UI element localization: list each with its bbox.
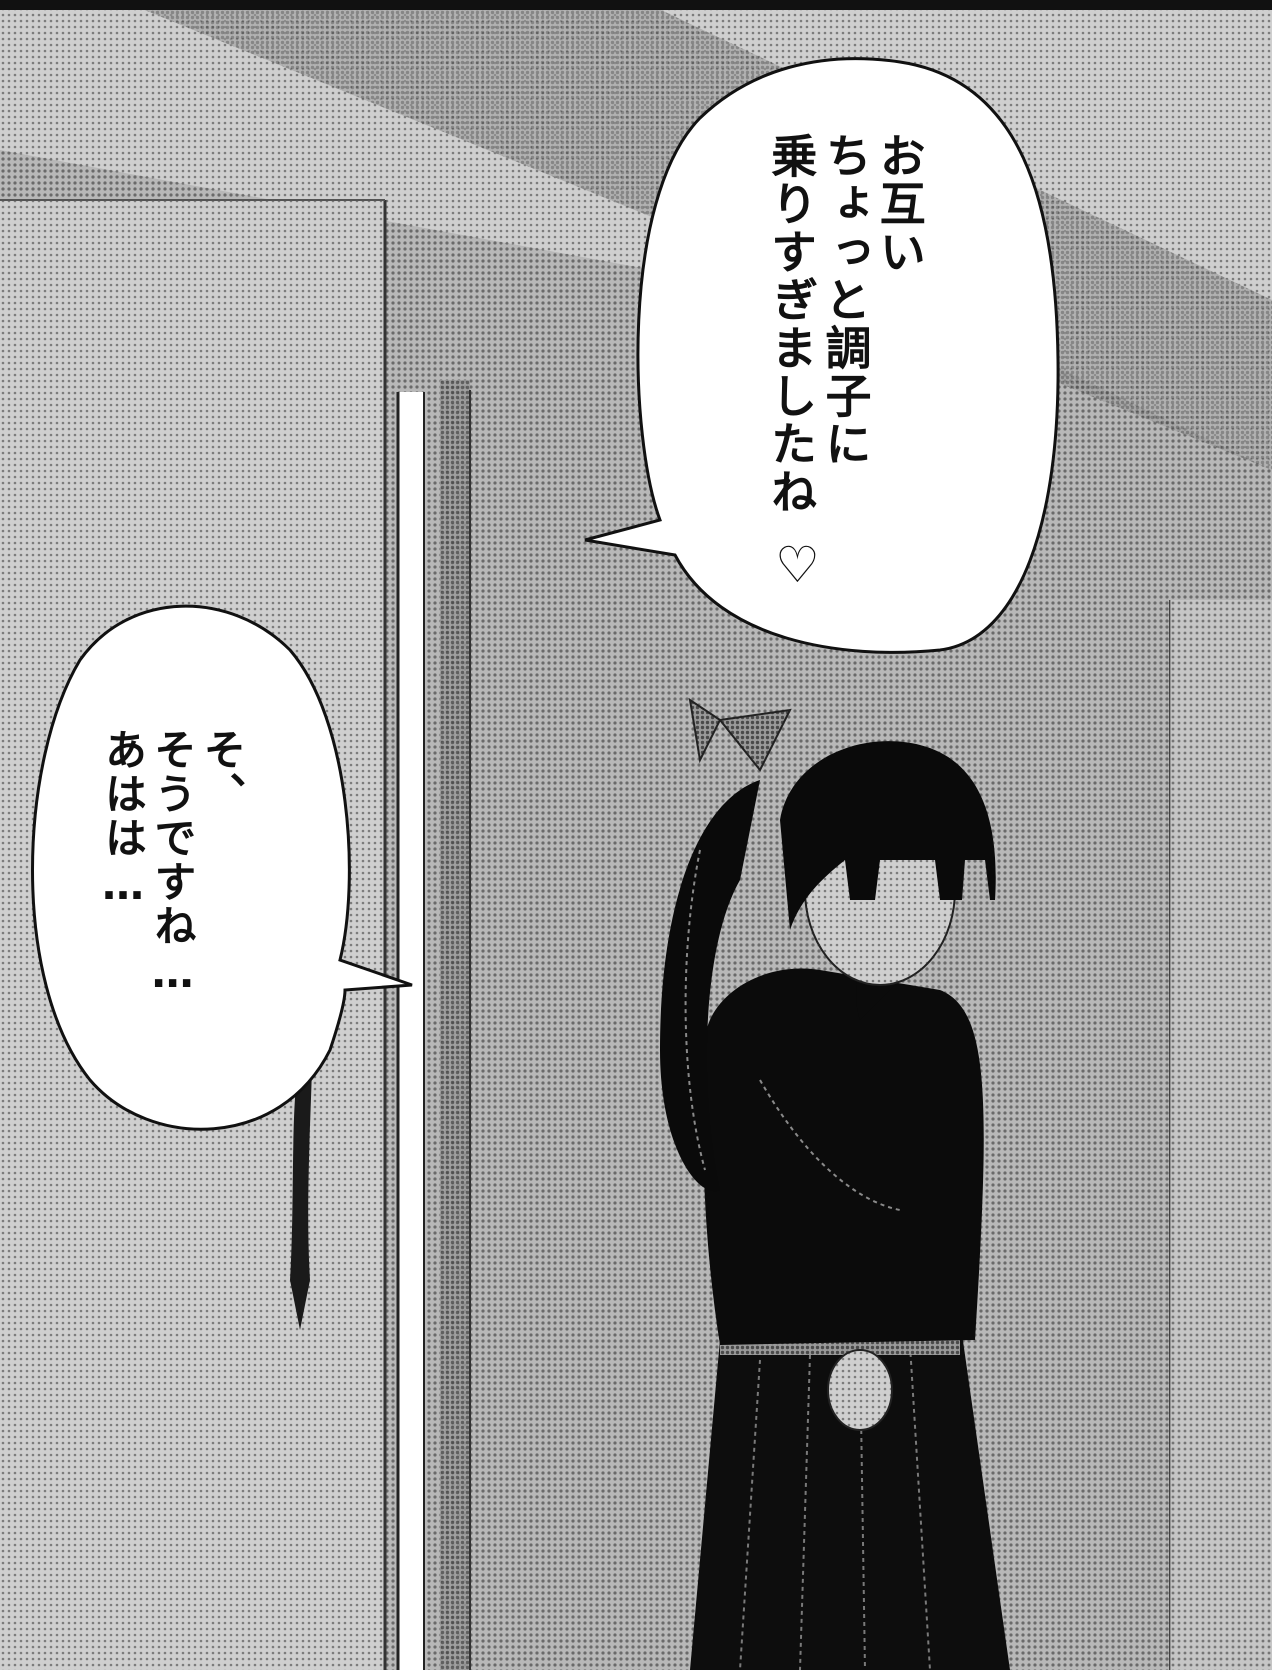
door-frame-right bbox=[440, 380, 470, 1670]
speech-bubble-top-right-shape bbox=[584, 57, 1060, 654]
character-torso bbox=[703, 968, 984, 1345]
character-skirt bbox=[690, 1320, 1010, 1670]
character-ponytail bbox=[660, 780, 760, 1192]
heart-icon: ♡ bbox=[775, 536, 820, 594]
character-ribbon bbox=[688, 697, 792, 772]
speech-bubble-left-text: そ、 そうですね… あはは… bbox=[98, 728, 247, 999]
bubble-left-line-2: そうですね… bbox=[148, 728, 198, 999]
character bbox=[660, 697, 1010, 1670]
bubble-top-right-line-3: 乗りすぎましたね bbox=[764, 132, 819, 516]
panel-top-border bbox=[0, 0, 1272, 10]
door-light-strip bbox=[398, 392, 424, 1670]
character-hand bbox=[827, 1349, 893, 1431]
bubble-left-line-3: あはは… bbox=[98, 728, 148, 911]
speech-bubble-left-shape bbox=[31, 604, 413, 1131]
door-handle bbox=[290, 1060, 312, 1330]
bubble-top-right-line-2: ちょっと調子に bbox=[818, 132, 873, 468]
speech-bubble-top-right-text: お互い ちょっと調子に 乗りすぎましたね bbox=[764, 132, 927, 516]
bubble-left-line-1: そ、 bbox=[197, 728, 247, 816]
bubble-top-right-line-1: お互い bbox=[872, 132, 927, 276]
character-hair bbox=[780, 741, 996, 930]
